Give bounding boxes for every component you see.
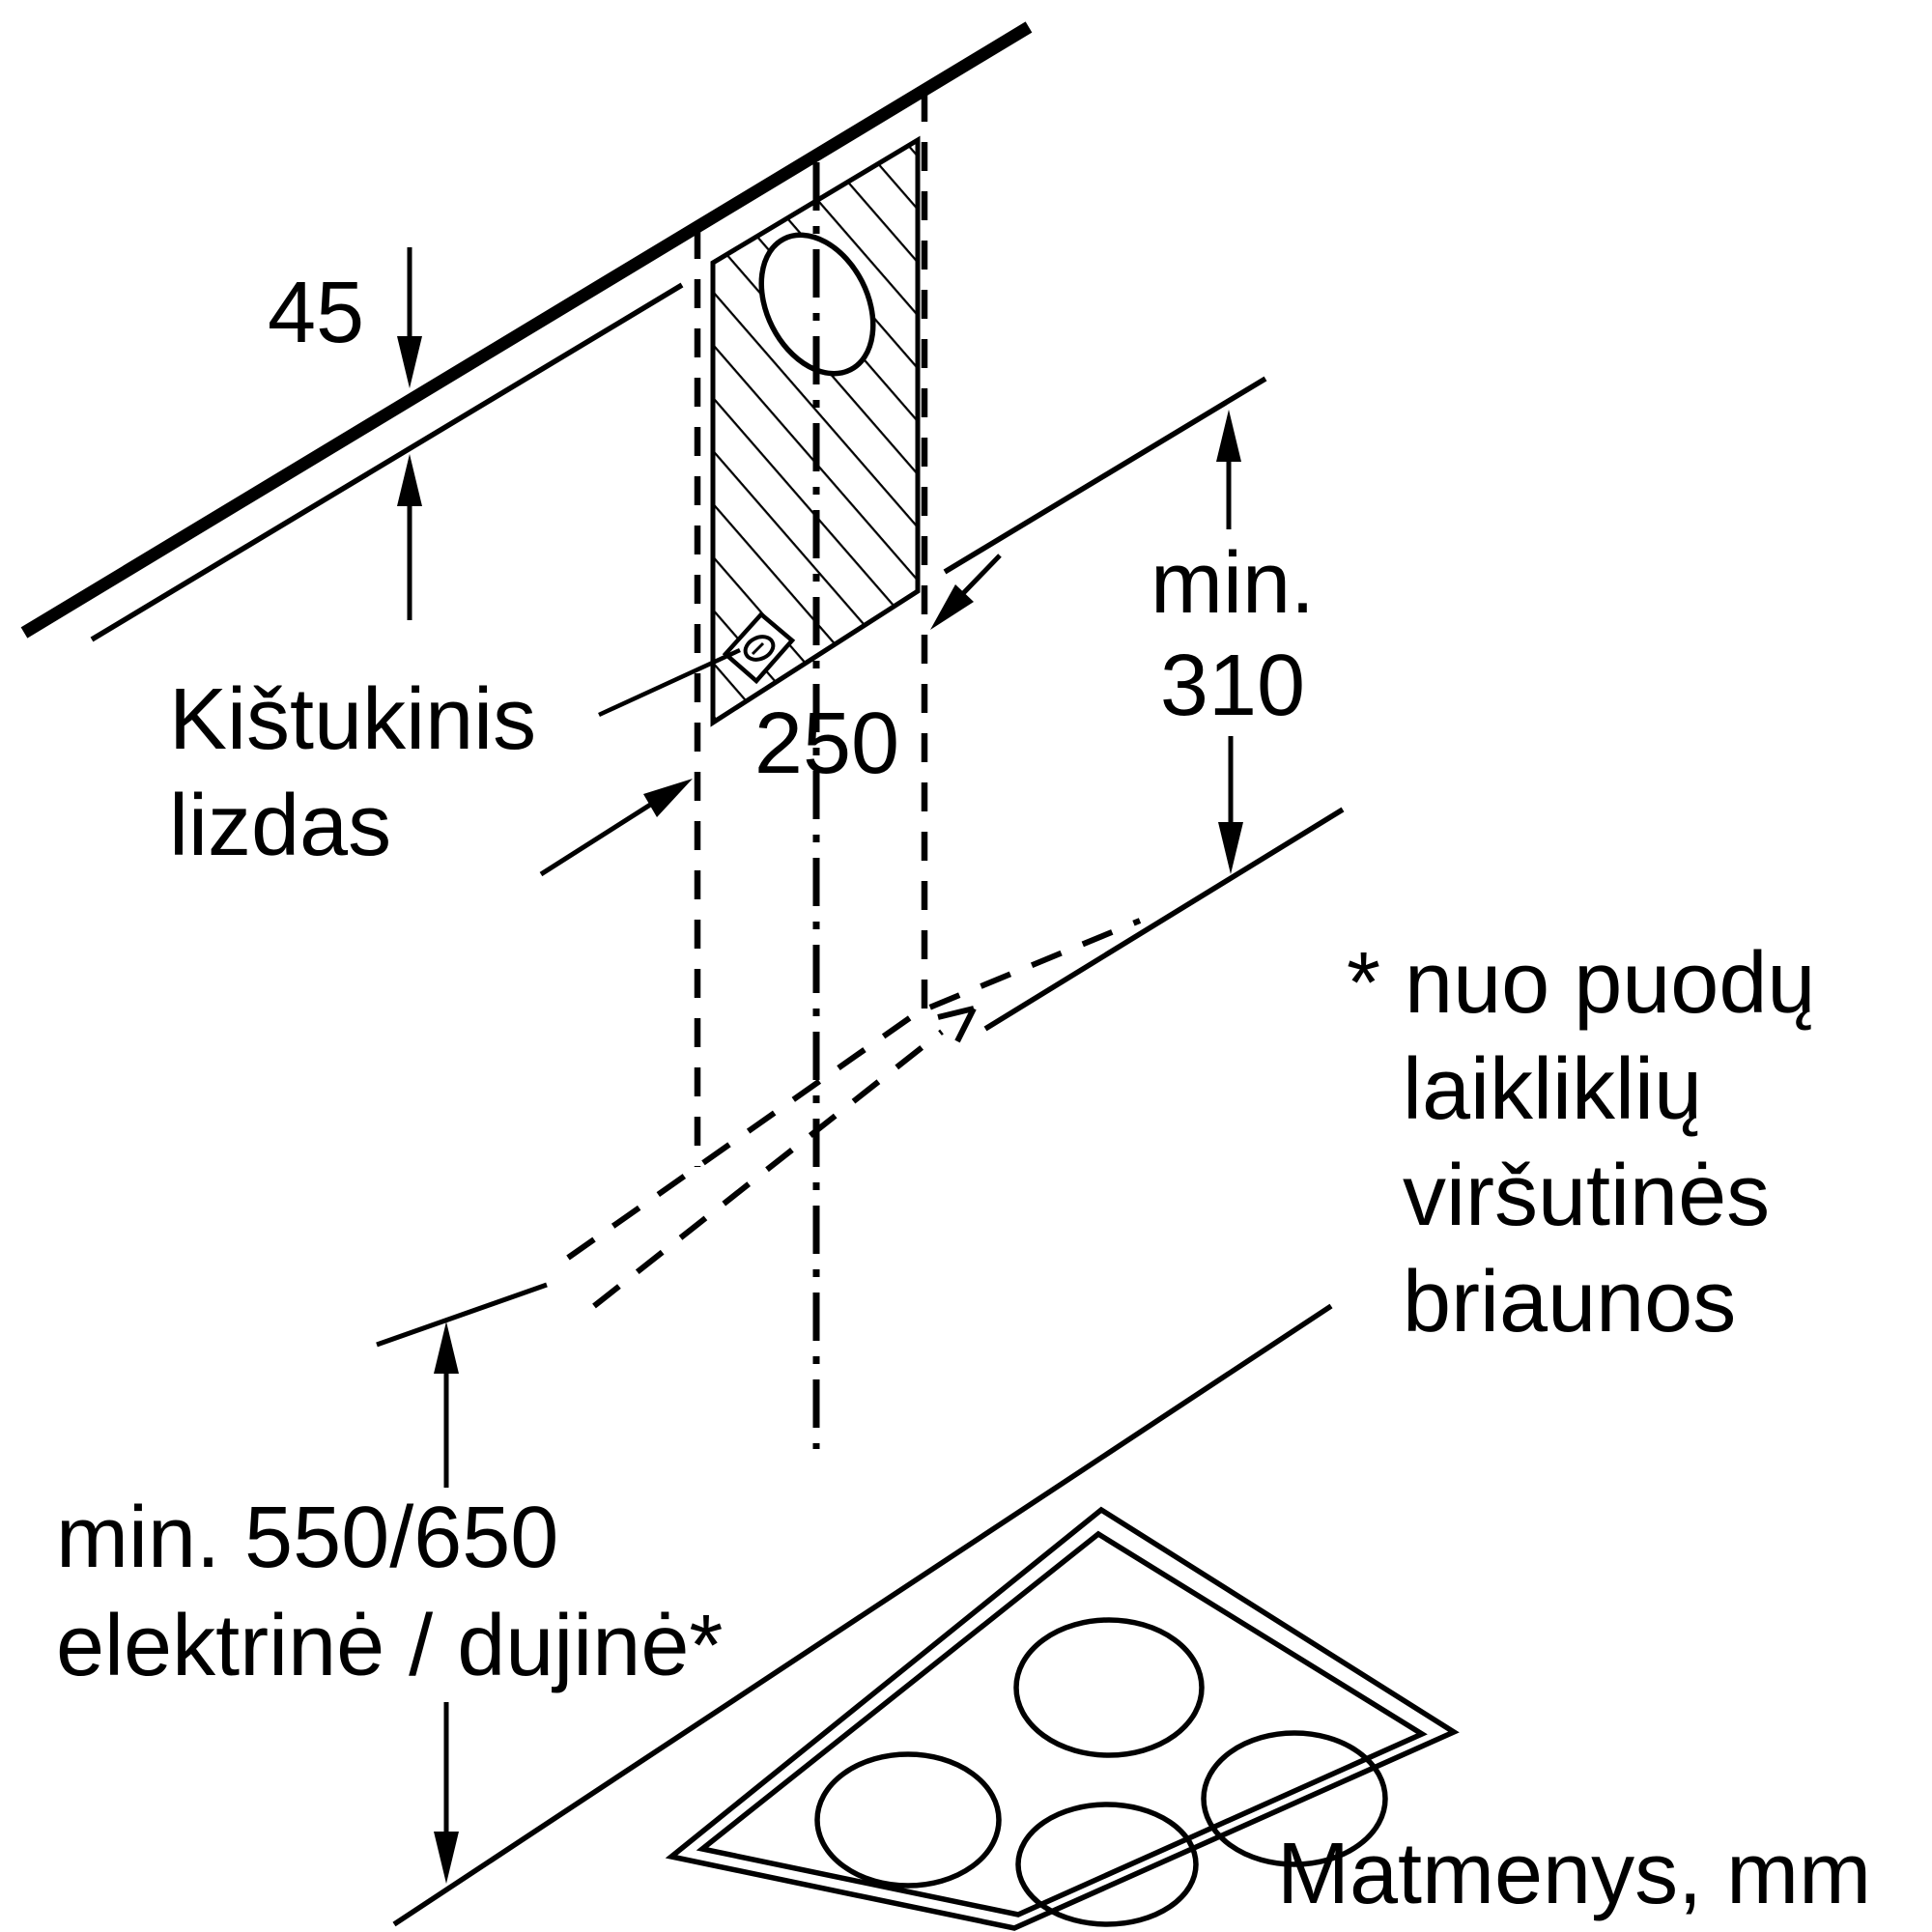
units-caption: Matmenys, mm [1277, 1826, 1871, 1922]
power-socket-icon [722, 611, 796, 685]
socket-label-line2: lizdas [169, 778, 391, 874]
arrow-up-right-icon [643, 779, 693, 817]
arrow-down-icon [434, 1832, 459, 1884]
dim-45 [397, 247, 422, 620]
burner-left [814, 1751, 1002, 1889]
arrow-down-left-icon [930, 584, 974, 630]
socket-label-line1: Kištukinis [169, 671, 536, 768]
arrow-up-icon [397, 454, 422, 506]
note-line2: laikliklių [1403, 1041, 1702, 1138]
socket-leader-line [598, 647, 741, 718]
hood-outline-dashed [566, 918, 1142, 1309]
wall-top-line [90, 282, 684, 642]
dim-310-label: 310 [1160, 638, 1305, 734]
burner-right [1201, 1730, 1388, 1867]
hood-bottom-ref-line [376, 1282, 548, 1348]
note-line4: briaunos [1403, 1254, 1736, 1350]
burner-top [1013, 1617, 1205, 1758]
dim-min-label: min. [1151, 535, 1315, 632]
dim-height-line1: min. 550/650 [56, 1490, 558, 1586]
hob-outer-edge [665, 1506, 1460, 1931]
dim-45-label: 45 [268, 265, 364, 361]
dim-550-650 [376, 1282, 548, 1884]
chimney-bottom-ref-line [943, 376, 1267, 575]
duct-hole [758, 232, 876, 377]
note-line3: viršutinės [1403, 1148, 1770, 1244]
dim-250 [539, 554, 1002, 877]
note-line1: * nuo puodų [1347, 935, 1815, 1032]
countertop-line [392, 1303, 1333, 1927]
arrow-down-icon [397, 336, 422, 388]
hood-top-ref-line [983, 807, 1345, 1032]
arrow-down-icon [1218, 822, 1243, 874]
hob-inner-edge [696, 1530, 1428, 1918]
dim-height-line2: elektrinė / dujinė* [56, 1598, 723, 1694]
ceiling-line [20, 21, 1033, 639]
hob [665, 1506, 1460, 1931]
dim-250-label: 250 [754, 696, 899, 792]
burner-bottom [1015, 1802, 1199, 1927]
arrow-up-icon [434, 1321, 459, 1374]
dim-min-310 [943, 376, 1345, 1032]
arrow-up-icon [1216, 410, 1241, 462]
